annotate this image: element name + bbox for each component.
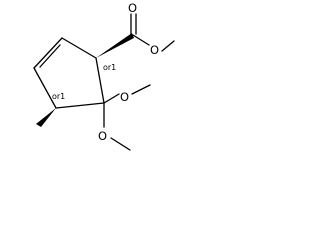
atom-label-carbonyl-oxygen: O: [128, 1, 137, 15]
bond-c2-c3-double: [39, 44, 61, 68]
atom-label-methoxy-oxygen-1: O: [120, 90, 129, 104]
atom-label-methoxy-oxygen-2: O: [98, 129, 107, 143]
bond-ester-oxygen-methyl: [161, 40, 175, 52]
bond-c5-methoxy-oxygen-1: [103, 93, 120, 104]
stereo-label-c4: or1: [52, 92, 65, 101]
bond-c1-c2: [61, 37, 97, 59]
bond-c5-c1: [95, 57, 105, 104]
stereo-label-c1: or1: [103, 63, 116, 72]
bond-c3-c4: [33, 67, 57, 109]
bond-c2-c3: [33, 37, 63, 69]
bond-methoxy-oxygen-2-methyl: [110, 137, 131, 151]
bond-carbonyl-ester-oxygen: [132, 34, 150, 46]
bond-methoxy-oxygen-1-methyl: [131, 84, 151, 95]
wedge-bond-c1-carbonyl: [96, 33, 134, 58]
atom-label-ester-oxygen: O: [150, 43, 159, 57]
molecule-structure-diagram: O O O O or1 or1: [33, 1, 175, 151]
bond-c4-c5: [55, 102, 105, 109]
wedge-bond-c4-methyl: [36, 108, 56, 127]
